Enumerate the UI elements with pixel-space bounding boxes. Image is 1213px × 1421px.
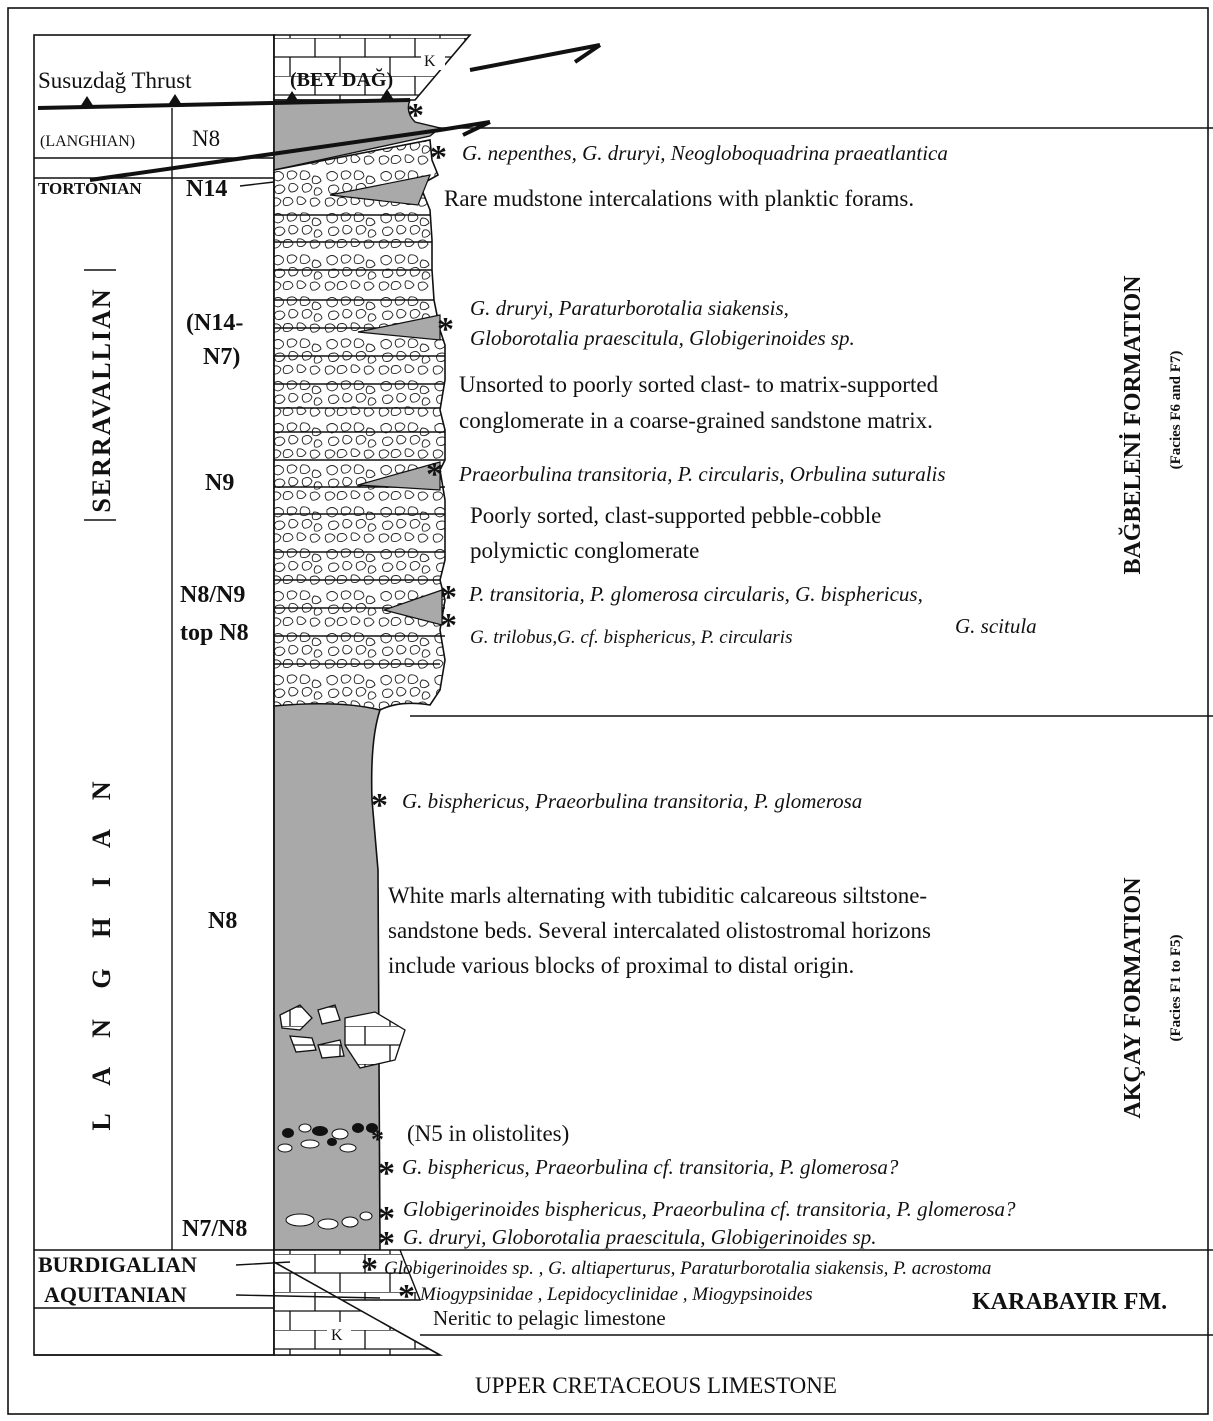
description-4b: sandstone beds. Several intercalated oli… <box>388 918 931 943</box>
description-1: Rare mudstone intercalations with plankt… <box>444 186 914 211</box>
description-2a: Unsorted to poorly sorted clast- to matr… <box>459 372 939 397</box>
stage-tortonian: TORTONIAN <box>38 179 142 198</box>
description-6: UPPER CRETACEOUS LIMESTONE <box>475 1373 837 1398</box>
fossil-list-12: Miogypsinidae , Lepidocyclinidae , Miogy… <box>419 1284 813 1305</box>
description-2b: conglomerate in a coarse-grained sandsto… <box>459 408 933 433</box>
zone-n14n7-a: (N14- <box>186 310 243 336</box>
fossil-list-2a: G. druryi, Paraturborotalia siakensis, <box>470 296 789 320</box>
conglomerate-body <box>274 140 445 710</box>
formation-karabayir: KARABAYIR FM. <box>972 1289 1167 1315</box>
zone-n14: N14 <box>186 176 227 202</box>
description-4c: include various blocks of proximal to di… <box>388 953 854 978</box>
zone-n8n9: N8/N9 <box>180 582 245 608</box>
stage-burdigalian: BURDIGALIAN <box>38 1252 197 1277</box>
description-5: Neritic to pelagic limestone <box>433 1306 666 1330</box>
akcay-marl-body <box>274 704 380 1250</box>
fossil-list-2b: Globorotalia praescitula, Globigerinoide… <box>470 326 855 350</box>
description-3a: Poorly sorted, clast-supported pebble-co… <box>470 503 881 528</box>
formation-bagbeleni: BAĞBELENİ FORMATION <box>1119 275 1146 575</box>
fossil-list-7: (N5 in olistolites) <box>407 1121 569 1146</box>
svg-text:*: * <box>378 1155 395 1192</box>
fossil-list-9: Globigerinoides bisphericus, Praeorbulin… <box>403 1197 1016 1221</box>
k-label-bottom: K <box>331 1327 343 1344</box>
fossil-list-4b: G. scitula <box>955 614 1037 638</box>
svg-text:*: * <box>440 607 457 644</box>
svg-text:*: * <box>371 787 388 824</box>
formation-bagbeleni-facies: (Facies F6 and F7) <box>1168 351 1184 470</box>
stage-langhian-top: (LANGHIAN) <box>40 133 135 150</box>
n14-leader <box>240 182 274 186</box>
svg-text:*: * <box>371 1125 384 1154</box>
fossil-list-11: Globigerinoides sp. , G. altiaperturus, … <box>384 1258 991 1279</box>
zone-n14n7-b: N7) <box>203 344 240 370</box>
zone-top-n8: top N8 <box>180 620 249 646</box>
fossil-list-8: G. bisphericus, Praeorbulina cf. transit… <box>402 1155 899 1179</box>
fossil-list-3: Praeorbulina transitoria, P. circularis,… <box>458 462 946 486</box>
zone-n7n8: N7/N8 <box>182 1216 247 1242</box>
k-label-top: K <box>424 53 436 70</box>
fossil-list-10: G. druryi, Globorotalia praescitula, Glo… <box>403 1225 876 1249</box>
stage-langhian: L A N G H I A N <box>87 769 116 1130</box>
beydag-label: (BEY DAĞ) <box>290 67 393 91</box>
svg-text:*: * <box>407 97 424 134</box>
fossil-list-4a: P. transitoria, P. glomerosa circularis,… <box>468 582 923 606</box>
description-4a: White marls alternating with tubiditic c… <box>388 883 927 908</box>
svg-text:*: * <box>398 1278 415 1315</box>
svg-text:*: * <box>378 1225 395 1262</box>
formation-akcay: AKÇAY FORMATION <box>1120 877 1146 1119</box>
fossil-list-6: G. bisphericus, Praeorbulina transitoria… <box>402 789 862 813</box>
zone-n8-top: N8 <box>192 126 220 151</box>
svg-text:*: * <box>361 1251 378 1288</box>
fossil-list-1: G. nepenthes, G. druryi, Neogloboquadrin… <box>462 141 948 165</box>
svg-text:*: * <box>437 311 454 348</box>
zone-n9: N9 <box>205 470 234 496</box>
thrust-arrow-top <box>470 45 600 70</box>
fossil-list-5: G. trilobus,G. cf. bisphericus, P. circu… <box>470 627 792 648</box>
description-3b: polymictic conglomerate <box>470 538 699 563</box>
formation-akcay-facies: (Facies F1 to F5) <box>1168 934 1184 1041</box>
zone-n8-mid: N8 <box>208 908 237 934</box>
svg-text:*: * <box>430 139 447 176</box>
stage-column-box <box>34 35 274 1355</box>
thrust-label: Susuzdağ Thrust <box>38 68 192 93</box>
stage-aquitanian: AQUITANIAN <box>44 1282 187 1307</box>
stage-serravallian: SERRAVALLIAN <box>87 287 116 512</box>
svg-text:*: * <box>426 456 443 493</box>
